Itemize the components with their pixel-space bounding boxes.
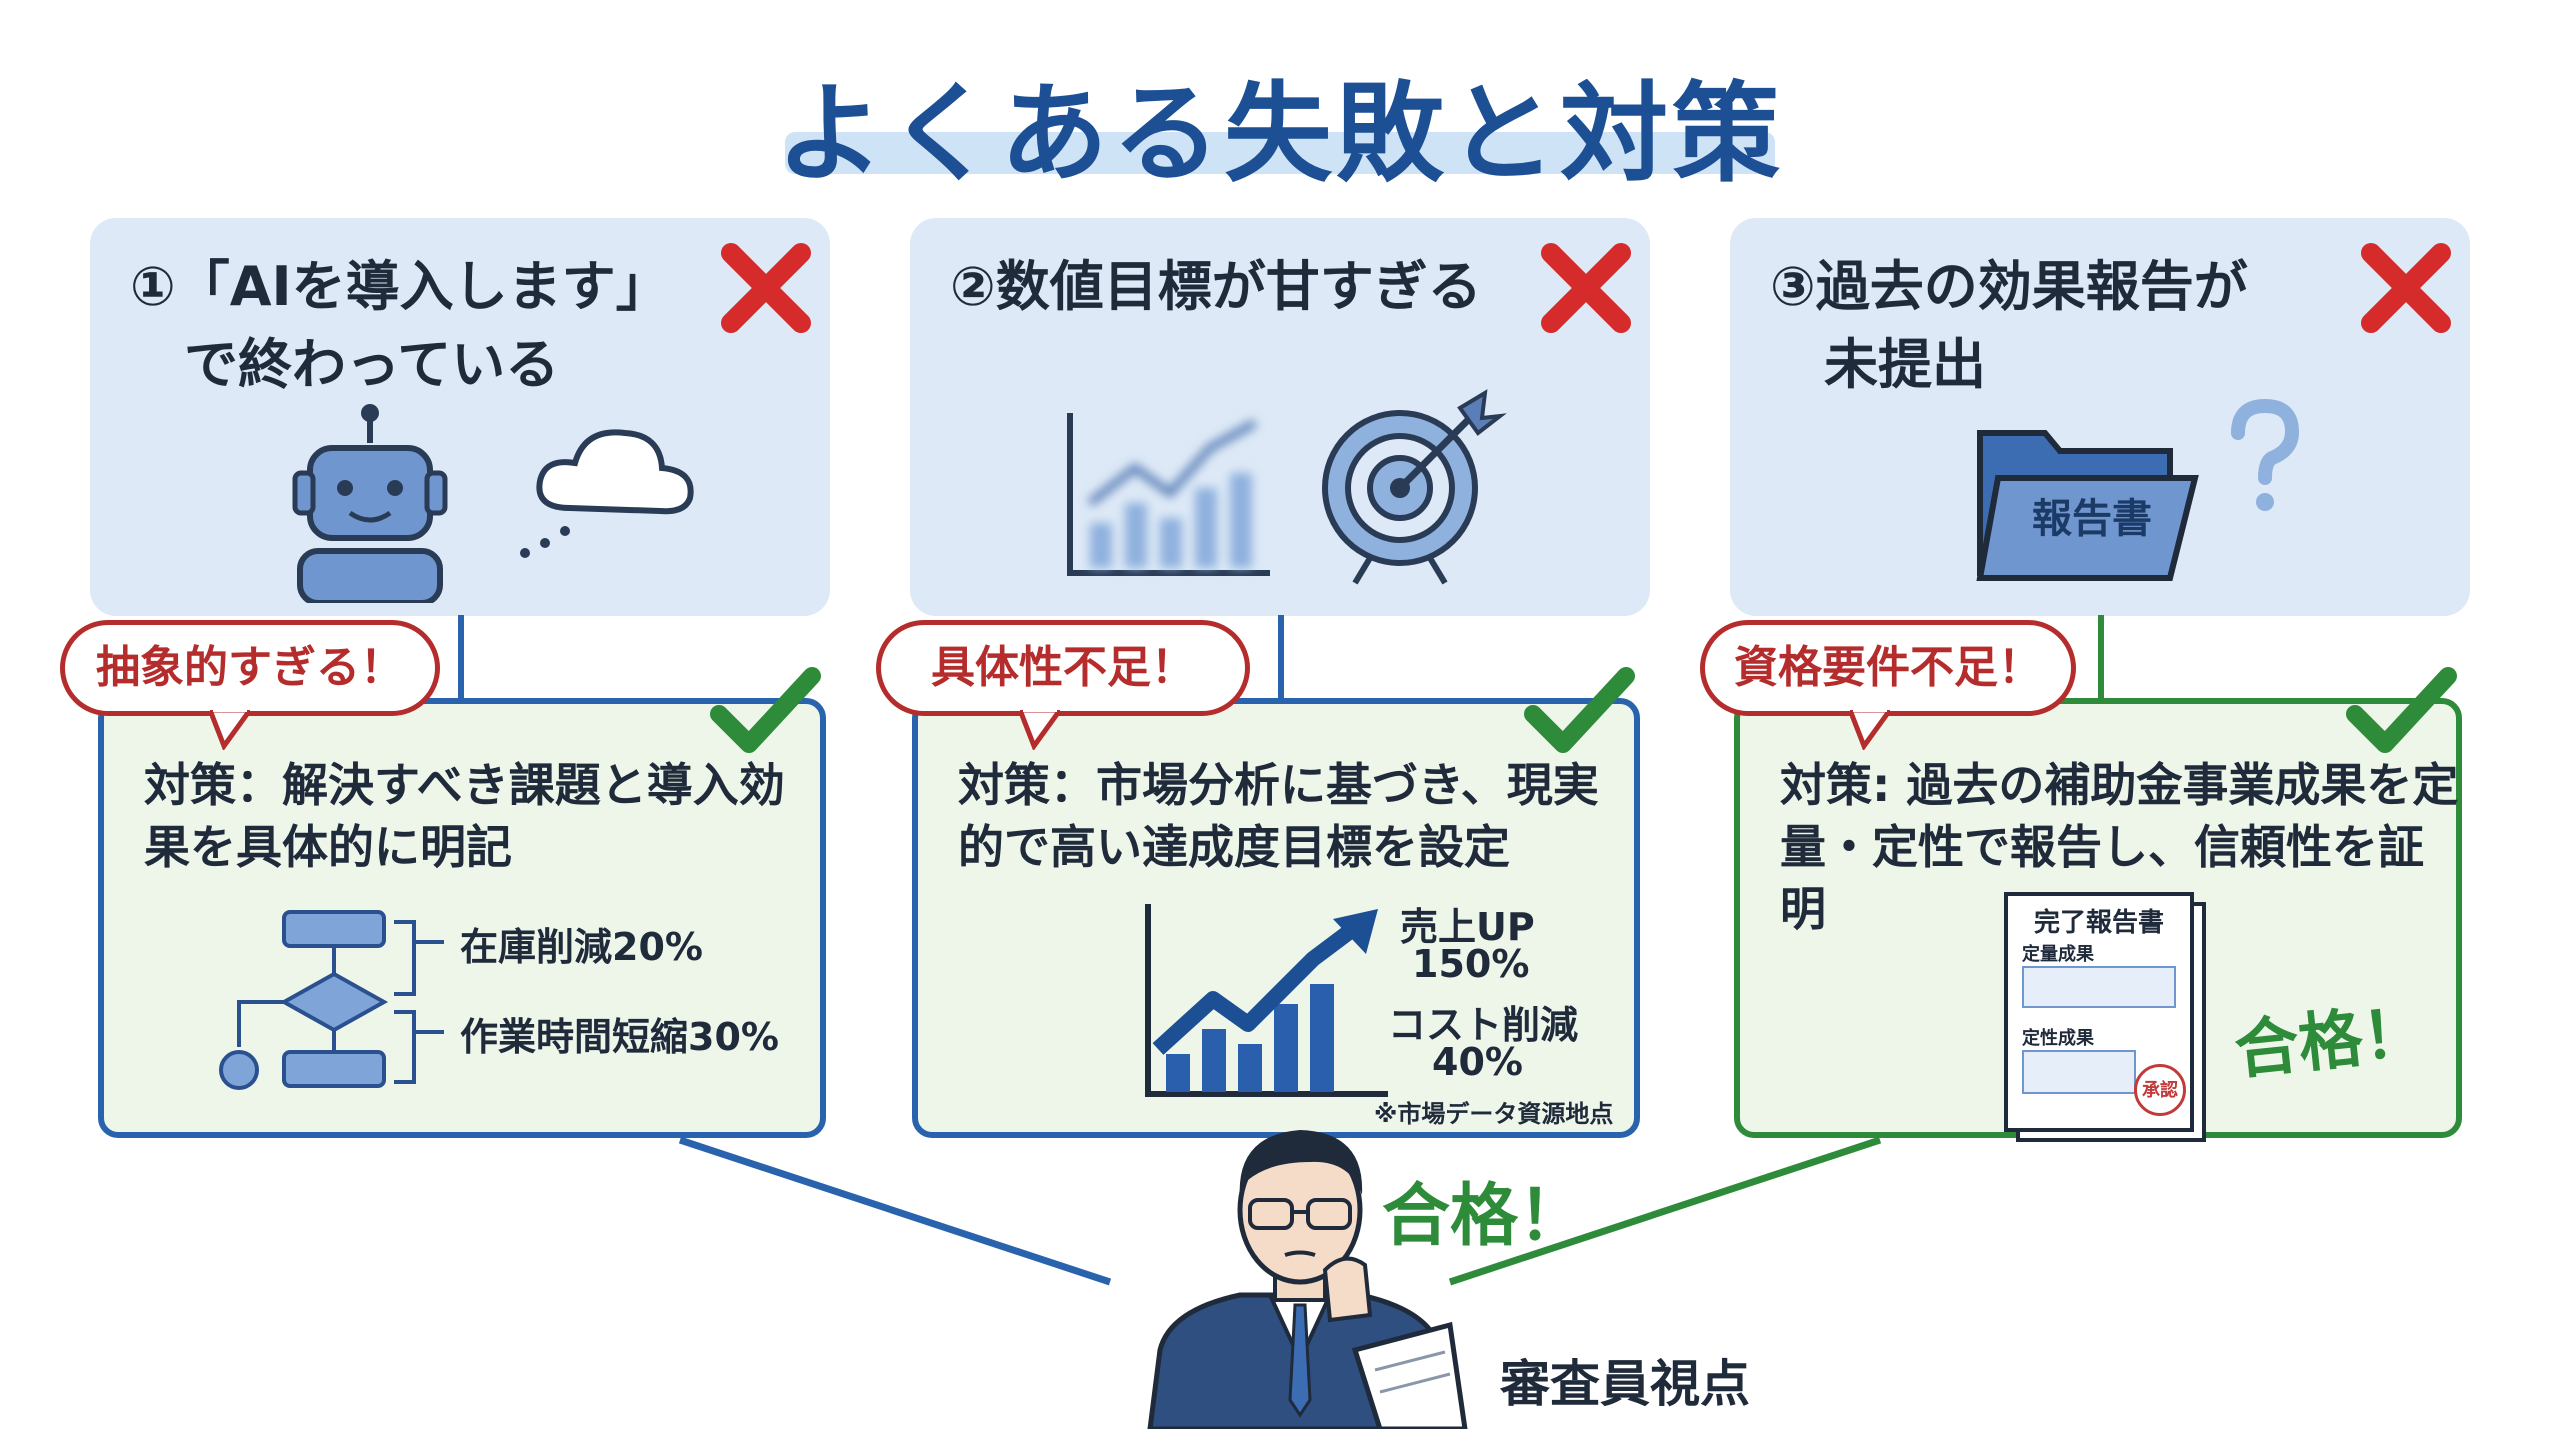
label-inventory: 在庫削減20% [460,925,703,969]
folder-icon [1976,430,2199,581]
x-mark-icon [1541,243,1631,333]
label-sales-up: 売上UP [1400,905,1535,949]
doc-section-quantitative: 定量成果 [2022,944,2094,965]
problem-text-2: ②数値目標が甘すぎる [950,255,1482,318]
bubble-2: 具体性不足！ [876,620,1250,716]
connector-3 [2098,615,2104,700]
title-area: よくある失敗と対策 [0,40,2560,197]
approval-stamp: 承認 [2134,1064,2186,1116]
doc-block [2022,1050,2136,1094]
check-icon [2346,667,2457,753]
completion-report-document: 完了報告書 定量成果 定性成果 承認 [2004,892,2194,1132]
problem-text-3: ③過去の効果報告が 未提出 [1770,255,2248,396]
bubble-tail [210,710,250,750]
robot-icon [292,404,694,603]
x-mark-icon [721,243,811,333]
solution-text-3: 対策: 過去の補助金事業成果を定量・定性で報告し、信頼性を証明 [1780,758,2459,936]
bubble-tail [1020,710,1060,750]
bubble-1: 抽象的すぎる！ [60,620,440,716]
label-worktime: 作業時間短縮30% [460,1015,779,1059]
label-sales-value: 150% [1412,942,1530,986]
x-mark-icon [2361,243,2451,333]
rising-chart-icon [1145,904,1388,1097]
reviewer-person-icon [1147,1130,1468,1429]
reviewer-pass-label: 合格！ [1382,1177,1587,1256]
title-highlight [785,132,1775,174]
solution-box-3: 対策: 過去の補助金事業成果を定量・定性で報告し、信頼性を証明 完了報告書 定量… [1734,667,2462,1142]
doc-section-qualitative: 定性成果 [2022,1028,2094,1049]
target-icon [1322,389,1507,585]
problem-text-1: ①「AIを導入します」 で終わっている [130,255,670,396]
check-icon [1524,667,1635,753]
problem-box-3: ③過去の効果報告が 未提出 報告書 [1730,218,2470,616]
solution-box-2: 対策：市場分析に基づき、現実的で高い達成度目標を設定 売上UP 150% コスト… [912,667,1640,1138]
doc-title: 完了報告書 [2033,908,2164,938]
label-cost-value: 40% [1432,1040,1523,1084]
connector-2 [1278,615,1284,700]
market-data-note: ※市場データ資源地点 [1374,1100,1614,1128]
reviewer-label: 審査員視点 [1500,1355,1750,1413]
bubble-tail [1850,710,1890,750]
question-mark-icon [2231,398,2300,511]
solution-box-1: 対策：解決すべき課題と導入効果を具体的に明記 在庫削減20% 作業時間短縮30% [98,667,826,1138]
flowchart-icon [219,910,444,1090]
check-icon [710,667,821,753]
label-cost-cut: コスト削減 [1388,1003,1579,1047]
problem-box-2: ②数値目標が甘すぎる [910,218,1650,616]
solution-text-1: 対策：解決すべき課題と導入効果を具体的に明記 [144,758,785,874]
connector-1 [458,615,464,700]
bubble-3: 資格要件不足！ [1700,620,2076,716]
doc-block [2022,966,2176,1008]
blurry-chart-icon [1067,413,1270,576]
solution-text-2: 対策：市場分析に基づき、現実的で高い達成度目標を設定 [958,758,1599,874]
folder-label: 報告書 [2032,496,2152,542]
page-title: よくある失敗と対策 [775,72,1784,197]
problem-box-1: ①「AIを導入します」 で終わっている [90,218,830,616]
